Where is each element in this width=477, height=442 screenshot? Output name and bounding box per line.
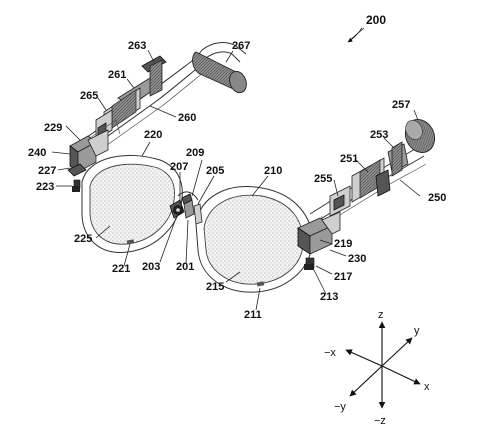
ref-225: 225 <box>74 233 92 245</box>
ref-211: 211 <box>244 309 262 321</box>
axis-label-neg-y: −y <box>334 401 346 413</box>
ref-263: 263 <box>128 40 146 52</box>
ref-265: 265 <box>80 90 98 102</box>
reference-numerals: 200 267 263 261 265 260 229 220 240 227 … <box>28 13 446 321</box>
axis-label-neg-z: −z <box>374 415 386 427</box>
bridge-components <box>169 191 203 225</box>
left-arm-components <box>89 55 167 141</box>
right-earpiece-battery <box>404 119 436 153</box>
ref-255: 255 <box>314 173 332 185</box>
left-earpiece-battery <box>192 51 247 94</box>
axis-triad: z y −x x −y −z <box>324 309 430 427</box>
axis-label-y: y <box>414 325 420 337</box>
left-lens-frame <box>81 154 183 253</box>
axis-x-positive <box>381 365 421 385</box>
ref-223: 223 <box>36 181 54 193</box>
axis-y-negative <box>349 365 383 397</box>
right-arm-components <box>329 141 409 217</box>
ref-220: 220 <box>144 129 162 141</box>
ref-203: 203 <box>142 261 160 273</box>
ref-229: 229 <box>44 122 62 134</box>
ref-221: 221 <box>112 263 130 275</box>
axis-label-z: z <box>378 309 384 321</box>
ref-201: 201 <box>176 261 194 273</box>
ref-230: 230 <box>348 253 366 265</box>
ref-260: 260 <box>178 112 196 124</box>
ref-213: 213 <box>320 291 338 303</box>
ref-227: 227 <box>38 165 56 177</box>
figure-arrow <box>347 27 363 43</box>
ref-207: 207 <box>170 161 188 173</box>
ref-267: 267 <box>232 40 250 52</box>
ref-209: 209 <box>186 147 204 159</box>
axis-label-neg-x: −x <box>324 347 336 359</box>
ref-217: 217 <box>334 271 352 283</box>
ref-210: 210 <box>264 165 282 177</box>
ref-215: 215 <box>206 281 224 293</box>
ref-250: 250 <box>428 192 446 204</box>
ref-219: 219 <box>334 238 352 250</box>
ref-200: 200 <box>366 13 386 27</box>
ref-251: 251 <box>340 153 358 165</box>
ref-253: 253 <box>370 129 388 141</box>
left-hinge-block <box>67 129 109 192</box>
ref-240: 240 <box>28 147 46 159</box>
axis-label-x: x <box>424 381 430 393</box>
ref-205: 205 <box>206 165 224 177</box>
ref-257: 257 <box>392 99 410 111</box>
ref-261: 261 <box>108 69 126 81</box>
axis-x-negative <box>345 349 383 367</box>
axis-y-positive <box>381 337 413 367</box>
